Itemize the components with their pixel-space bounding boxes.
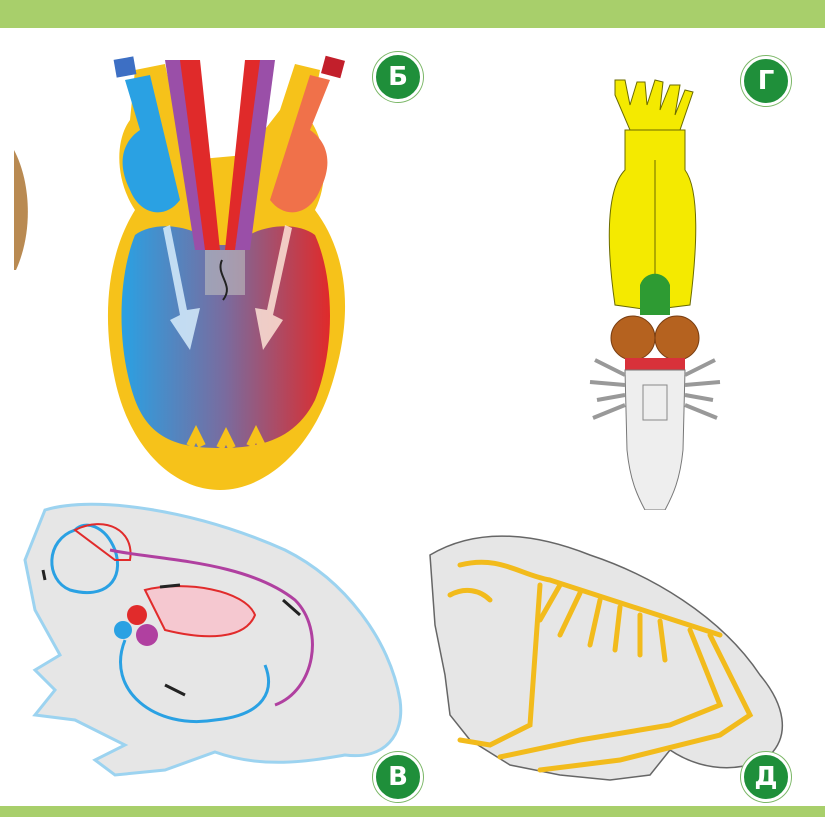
- frog-circulatory-diagram: [15, 490, 415, 790]
- brain-medulla-and-nerves: [590, 360, 720, 510]
- label-badge-b: Б: [373, 52, 423, 102]
- heart-diagram: [95, 50, 365, 500]
- brain-diencephalon: [640, 274, 670, 315]
- heart-vein-red-cap: [321, 56, 345, 79]
- bottom-green-band: [0, 806, 825, 817]
- label-badge-v: В: [373, 752, 423, 802]
- brain-midbrain-lobes: [611, 316, 699, 360]
- brain-olfactory-bulbs: [615, 80, 693, 130]
- label-badge-d: Д: [741, 752, 791, 802]
- frog-nervous-diagram: [420, 525, 805, 795]
- partial-figure-edge: [0, 140, 40, 280]
- heart-vein-blue-cap: [114, 56, 137, 77]
- frog-body-outline: [25, 504, 401, 775]
- top-green-band: [0, 0, 825, 28]
- brain-diagram: [585, 70, 725, 510]
- label-badge-g: Г: [741, 56, 791, 106]
